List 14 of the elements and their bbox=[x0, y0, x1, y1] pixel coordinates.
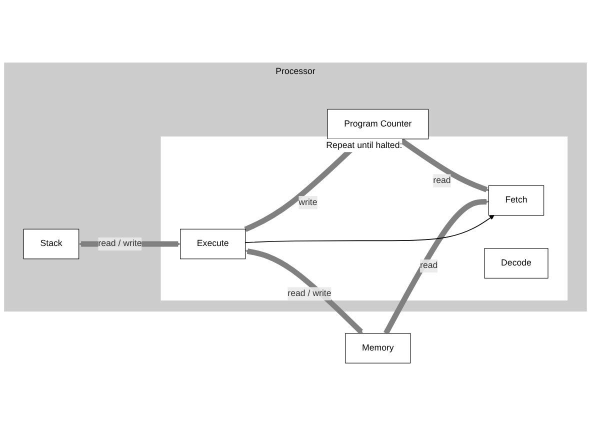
arrow bbox=[245, 248, 363, 334]
node-box: Memory bbox=[345, 333, 411, 364]
edge-label: read / write bbox=[288, 288, 332, 298]
node-box: Decode bbox=[484, 248, 548, 278]
node-box: Program Counter bbox=[327, 108, 429, 140]
edge-label: write bbox=[298, 198, 318, 208]
node-box: Stack bbox=[23, 228, 80, 260]
edge-label: read bbox=[433, 176, 451, 186]
edge-label: read / write bbox=[98, 239, 142, 248]
arrow bbox=[384, 198, 489, 335]
node-box: Execute bbox=[180, 228, 246, 260]
node-box: Fetch bbox=[488, 185, 544, 216]
edge-label: read bbox=[420, 261, 438, 270]
arrow bbox=[244, 215, 494, 243]
